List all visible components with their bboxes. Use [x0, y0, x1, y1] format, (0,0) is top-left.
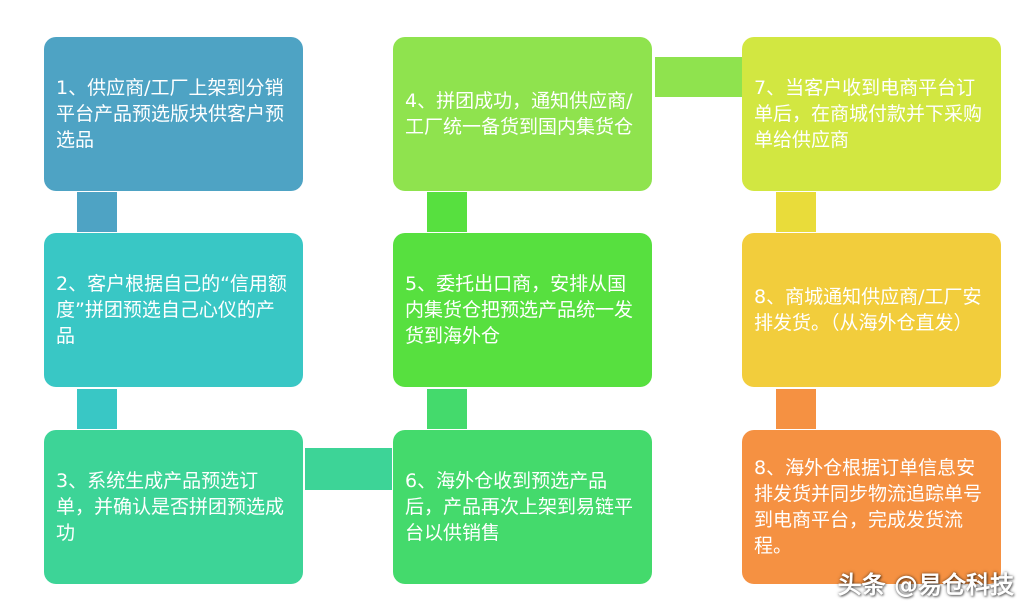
step-4-text: 4、拼团成功，通知供应商/工厂统一备货到国内集货仓	[405, 90, 634, 138]
step-5-box: 5、委托出口商，安排从国内集货仓把预选产品统一发货到海外仓	[393, 233, 652, 387]
connector-1-2	[77, 192, 117, 232]
connector-6-5	[427, 389, 467, 429]
step-6-text: 6、海外仓收到预选产品后，产品再次上架到易链平台以供销售	[405, 470, 634, 544]
step-3-text: 3、系统生成产品预选订单，并确认是否拼团预选成功	[56, 470, 285, 544]
step-8-box: 8、商城通知供应商/工厂安排发货。（从海外仓直发）	[742, 233, 1001, 387]
step-2-box: 2、客户根据自己的“信用额度”拼团预选自己心仪的产品	[44, 233, 303, 387]
step-5-text: 5、委托出口商，安排从国内集货仓把预选产品统一发货到海外仓	[405, 273, 634, 347]
connector-7-8	[776, 192, 816, 232]
connector-3-6	[305, 448, 392, 490]
step-4-box: 4、拼团成功，通知供应商/工厂统一备货到国内集货仓	[393, 37, 652, 191]
step-9-text: 8、海外仓根据订单信息安排发货并同步物流追踪单号到电商平台，完成发货流程。	[754, 457, 983, 557]
step-7-text: 7、当客户收到电商平台订单后，在商城付款并下采购单给供应商	[754, 77, 983, 151]
watermark-text: 头条 @易仓科技	[837, 571, 1014, 599]
step-9-box: 8、海外仓根据订单信息安排发货并同步物流追踪单号到电商平台，完成发货流程。	[742, 430, 1001, 584]
connector-8-9	[776, 389, 816, 429]
step-7-box: 7、当客户收到电商平台订单后，在商城付款并下采购单给供应商	[742, 37, 1001, 191]
step-3-box: 3、系统生成产品预选订单，并确认是否拼团预选成功	[44, 430, 303, 584]
connector-4-7	[655, 57, 742, 97]
step-6-box: 6、海外仓收到预选产品后，产品再次上架到易链平台以供销售	[393, 430, 652, 584]
step-1-box: 1、供应商/工厂上架到分销平台产品预选版块供客户预选品	[44, 37, 303, 191]
connector-5-4	[427, 192, 467, 232]
step-8-text: 8、商城通知供应商/工厂安排发货。（从海外仓直发）	[754, 286, 982, 334]
step-2-text: 2、客户根据自己的“信用额度”拼团预选自己心仪的产品	[56, 273, 287, 347]
step-1-text: 1、供应商/工厂上架到分销平台产品预选版块供客户预选品	[56, 77, 285, 151]
connector-2-3	[77, 389, 117, 429]
